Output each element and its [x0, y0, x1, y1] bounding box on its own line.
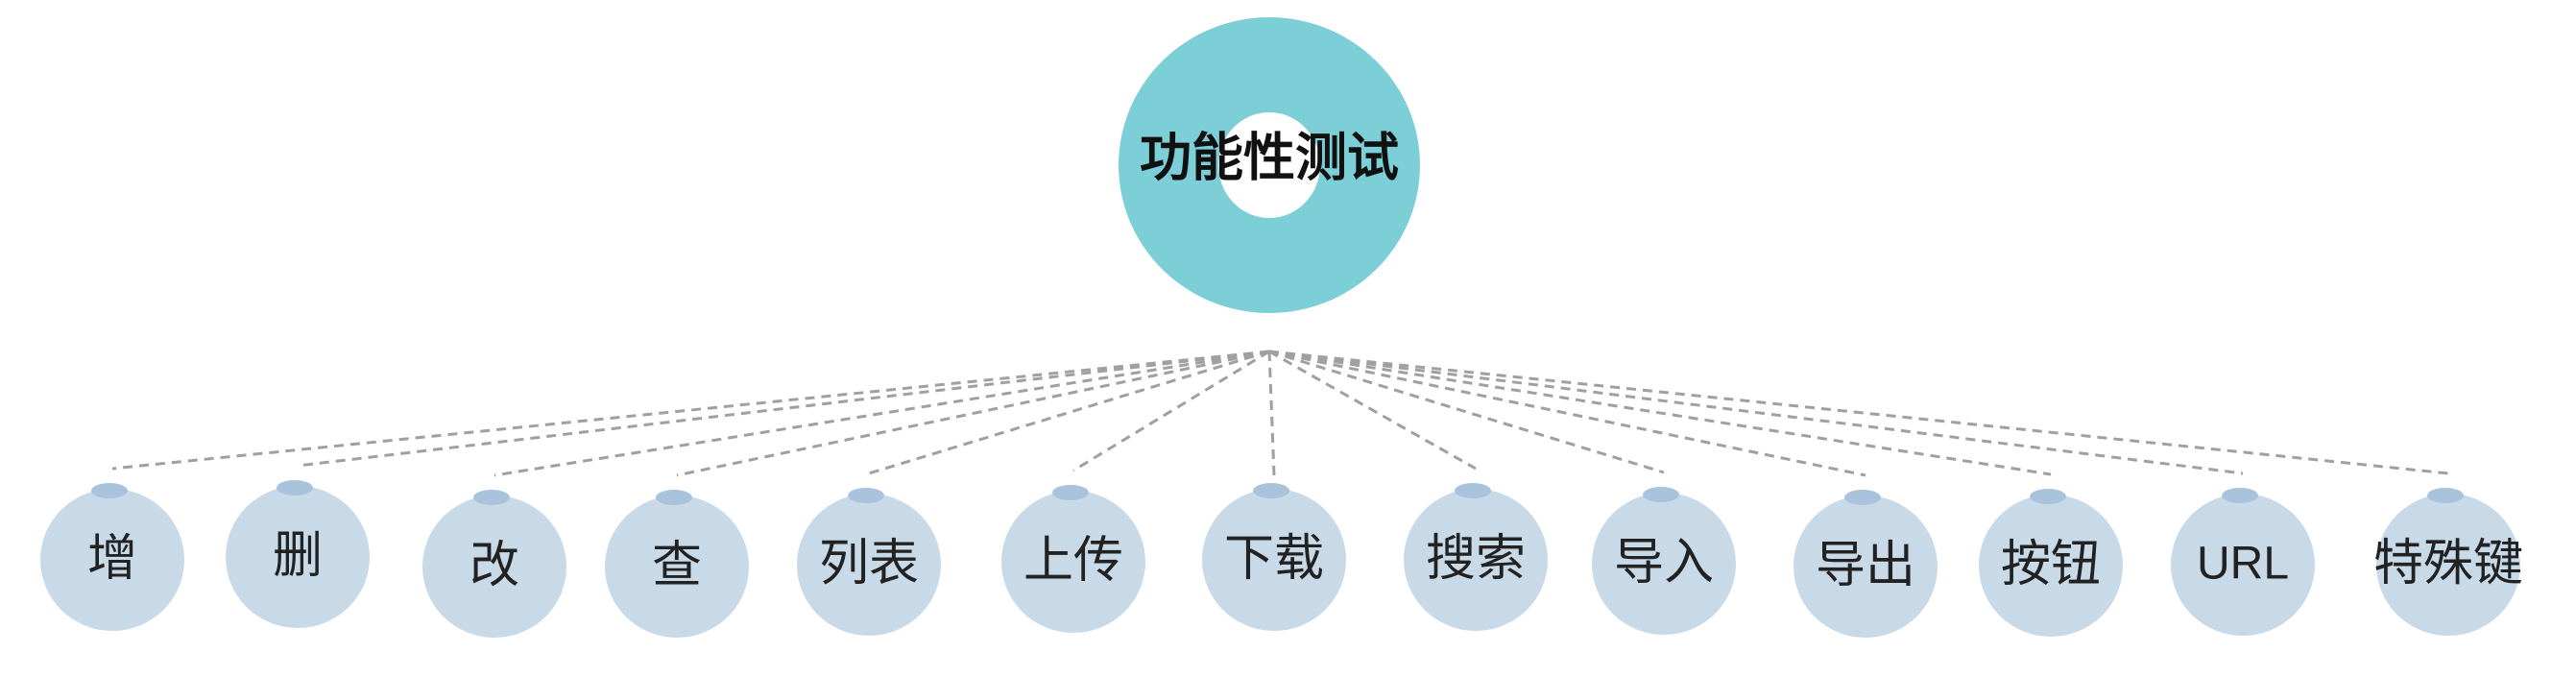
root-label: 功能性测试 [1140, 128, 1399, 188]
leaf-knob [277, 480, 313, 496]
leaf-node: 特殊键 [2373, 488, 2523, 636]
connector-line [494, 350, 1270, 477]
connector-line [297, 350, 1270, 468]
leaf-node: 删 [226, 480, 370, 628]
leaf-body [226, 486, 370, 628]
leaf-knob [848, 488, 884, 503]
connector-line [1268, 350, 2052, 476]
leaf-label: 搜索 [1426, 530, 1526, 588]
leaf-knob [2030, 489, 2066, 504]
connector-line [1268, 350, 2244, 475]
connector-line [1268, 350, 2449, 475]
leaf-body [1592, 493, 1736, 635]
leaf-body [1202, 489, 1346, 631]
leaf-body [1979, 495, 2123, 637]
leaf-label: 增 [87, 530, 137, 588]
leaf-node: 改 [422, 490, 566, 638]
root-node: 功能性测试 [1119, 17, 1420, 313]
leaf-knob [1052, 485, 1089, 500]
connector-line [1268, 350, 1665, 474]
leaf-label: 查 [652, 537, 702, 594]
connector-line [1268, 350, 1866, 477]
connector-line [1268, 350, 1477, 471]
leaf-node: 下载 [1202, 483, 1346, 631]
leaf-node: 查 [605, 490, 749, 638]
leaf-label: 改 [469, 537, 519, 594]
leaf-label: 删 [273, 527, 323, 585]
leaf-knob [2222, 488, 2258, 503]
connector-line [1072, 350, 1270, 472]
connector-line [111, 350, 1270, 471]
leaf-node: 导入 [1592, 487, 1736, 635]
leaf-label: 下载 [1224, 530, 1324, 588]
leaf-body [1001, 491, 1145, 633]
leaf-body [2171, 494, 2315, 636]
leaf-label: 上传 [1023, 532, 1123, 590]
leaf-label: 按钮 [2001, 536, 2101, 593]
leaf-label: URL [2197, 539, 2289, 590]
leaf-node: 搜索 [1404, 483, 1548, 631]
connector-line [868, 350, 1270, 475]
leaf-knob [1455, 483, 1491, 498]
leaf-node: 上传 [1001, 485, 1145, 633]
leaf-label: 特殊键 [2373, 535, 2523, 592]
leaf-body [605, 496, 749, 638]
leaf-knob [2427, 488, 2464, 503]
leaf-body [797, 494, 941, 636]
connector-line [676, 350, 1270, 477]
leaf-knob [1253, 483, 1289, 498]
leaf-body [1794, 496, 1938, 638]
leaf-body [1404, 489, 1548, 631]
leaf-knob [473, 490, 510, 505]
leaf-knob [656, 490, 692, 505]
leaf-body [422, 496, 566, 638]
leaf-label: 列表 [819, 535, 919, 592]
leaf-node: 导出 [1794, 490, 1938, 638]
leaf-label: 导入 [1614, 534, 1714, 592]
root-hole [1218, 112, 1320, 218]
leaf-knob [1643, 487, 1679, 502]
leaf-node: 列表 [797, 488, 941, 636]
leaf-node: 按钮 [1979, 489, 2123, 637]
leaf-body [2376, 494, 2520, 636]
leaf-knob [91, 483, 128, 498]
leaf-label: 导出 [1816, 537, 1915, 594]
connectors [111, 350, 2449, 477]
connector-line [1267, 351, 1276, 476]
leaf-node: URL [2171, 488, 2315, 636]
leaf-node: 增 [40, 483, 184, 631]
leaf-body [40, 489, 184, 631]
leaf-nodes: 增 删 改 查 列表 上传 下载 搜索 导入 导出 按钮 URL 特殊键 [40, 480, 2523, 638]
leaf-knob [1844, 490, 1881, 505]
